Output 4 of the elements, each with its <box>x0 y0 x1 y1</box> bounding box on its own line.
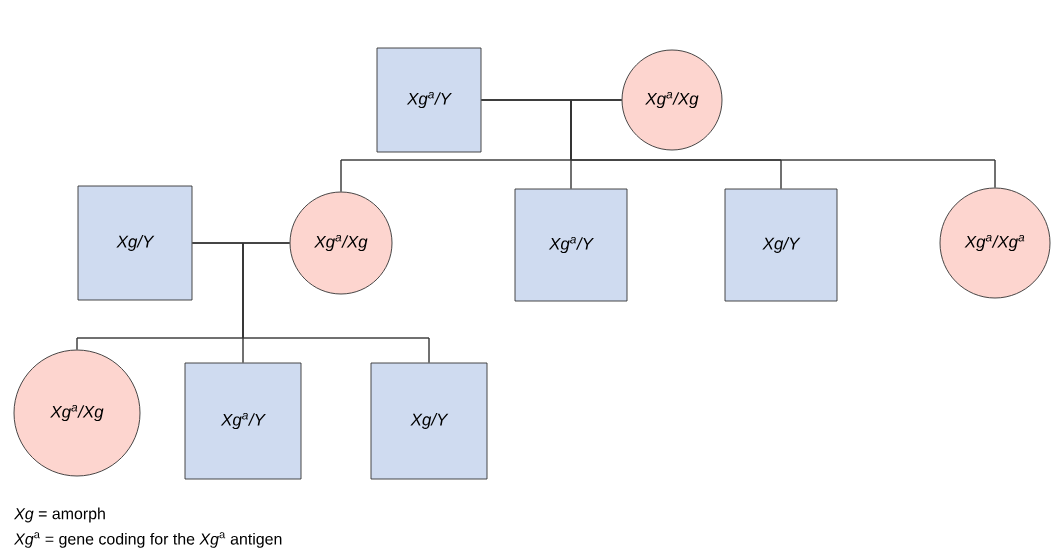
descent-line <box>242 242 430 363</box>
key-note: Xg$^{a}$ = gene coding for the Xg$^{a}$ antigen <box>13 532 282 548</box>
descent-line <box>570 99 996 188</box>
key-note: Xg = amorph <box>13 507 105 523</box>
